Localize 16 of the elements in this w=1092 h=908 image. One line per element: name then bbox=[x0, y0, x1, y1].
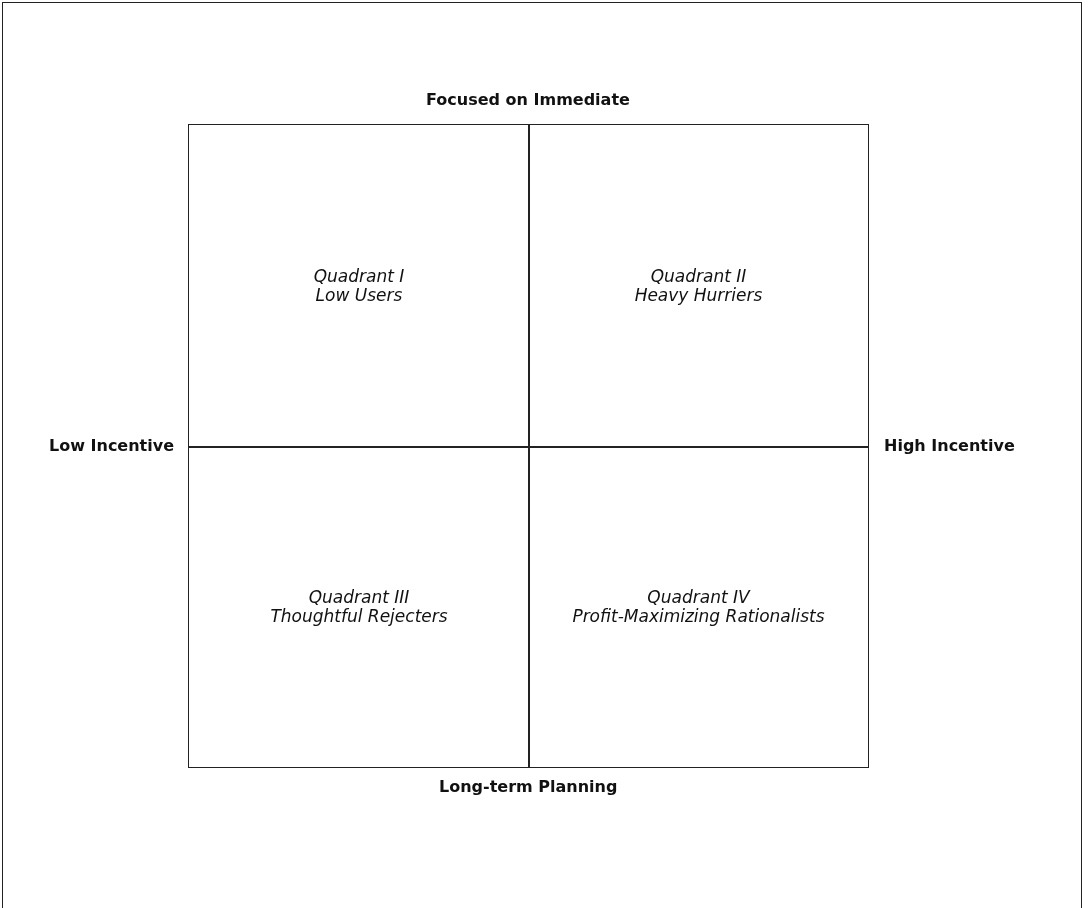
axis-label: Focused on Immediate bbox=[426, 90, 630, 109]
quadrant-box bbox=[528, 446, 869, 768]
quadrant-name: Profit-Maximizing Rationalists bbox=[572, 607, 825, 626]
quadrant-name: Heavy Hurriers bbox=[634, 286, 763, 305]
axis-label: High Incentive bbox=[884, 436, 1015, 455]
quadrant-heading: Quadrant III bbox=[308, 588, 410, 607]
axis-label: Long-term Planning bbox=[439, 777, 618, 796]
axis-label: Low Incentive bbox=[49, 436, 175, 455]
quadrant-box bbox=[528, 124, 869, 448]
quadrant-heading: Quadrant II bbox=[650, 267, 747, 286]
quadrant-heading: Quadrant I bbox=[313, 267, 405, 286]
quadrant-box bbox=[188, 124, 530, 448]
quadrant-box bbox=[188, 446, 530, 768]
quadrant-heading: Quadrant IV bbox=[647, 588, 750, 607]
quadrant-name: Low Users bbox=[315, 286, 403, 305]
quadrant-name: Thoughtful Rejecters bbox=[270, 607, 448, 626]
